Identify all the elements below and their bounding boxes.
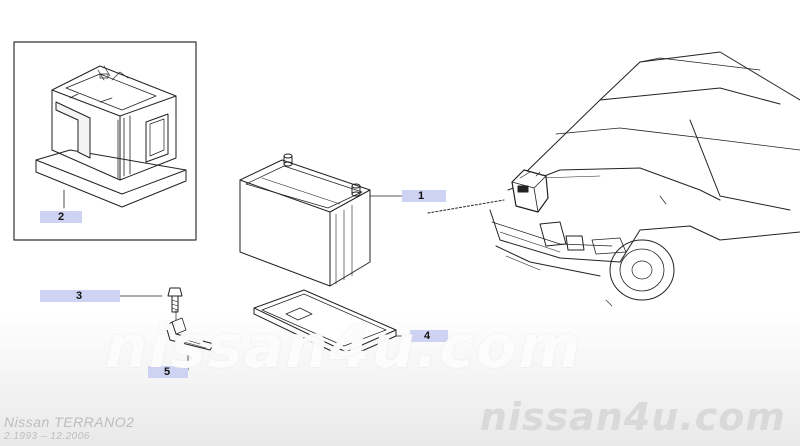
vehicle-model: Nissan TERRANO2 <box>4 414 135 430</box>
callout-4[interactable]: 4 <box>410 330 448 342</box>
watermark-center: nissan4u.com <box>105 312 582 382</box>
callout-5-number: 5 <box>164 366 171 378</box>
callout-1-number: 1 <box>418 190 425 202</box>
callout-1[interactable]: 1 <box>402 190 446 202</box>
clamp-drawing <box>165 309 215 371</box>
callout-3[interactable]: 3 <box>40 290 120 302</box>
callout-2[interactable]: 2 <box>40 211 82 223</box>
car-drawing <box>489 51 800 307</box>
battery-cover-inset <box>13 41 197 241</box>
bolt-drawing <box>119 287 183 313</box>
callout-3-number: 3 <box>76 290 83 302</box>
callout-5[interactable]: 5 <box>148 366 188 378</box>
callout-4-number: 4 <box>424 330 431 342</box>
battery-drawing <box>239 153 403 287</box>
watermark-corner: nissan4u.com <box>479 395 786 439</box>
tray-drawing <box>253 289 411 359</box>
production-dates: 2.1993 – 12.2006 <box>4 431 90 442</box>
callout-2-number: 2 <box>58 211 65 223</box>
